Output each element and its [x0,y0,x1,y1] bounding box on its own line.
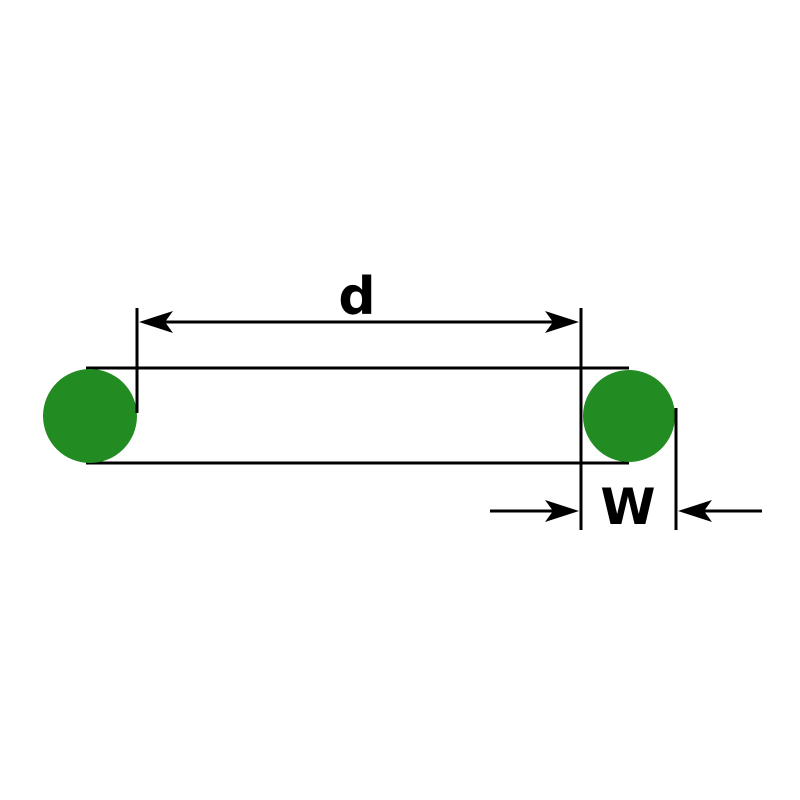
arrowhead-w-left [545,500,579,522]
arrowhead-w-right [678,500,712,522]
arrowhead-d-left [139,311,173,333]
arrowhead-d-right [545,311,579,333]
oring-cross-section-left [43,369,137,463]
dimension-label-w: W [600,478,655,536]
oring-cross-section-right [583,370,675,462]
dimension-label-d: d [338,267,375,327]
